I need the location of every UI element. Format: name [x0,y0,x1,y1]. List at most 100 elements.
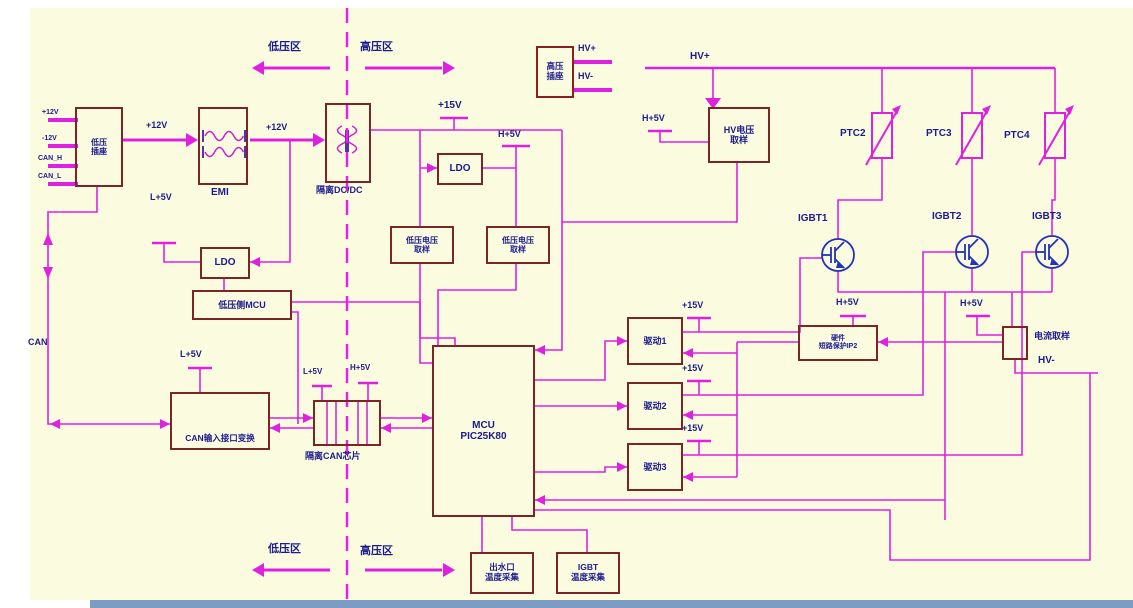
hv-connector-label-2: 插座 [546,71,564,81]
block-driver1: 驱动1 [627,317,683,365]
net-label-plus15-driver1: +15V [682,300,704,310]
ptc2-label: PTC2 [840,128,866,139]
block-driver2: 驱动2 [627,382,683,430]
hw-protection-label-2: 短路保护IP2 [818,343,858,350]
driver1-label: 驱动1 [643,335,667,346]
pin-label-neg12v: -12V [42,135,57,142]
block-ldo-left: LDO [200,247,250,279]
outlet-temp-label-2: 温度采集 [484,572,519,582]
can-isolator-label: 隔离CAN芯片 [305,451,361,461]
zone-label-low-bottom: 低压区 [268,543,301,555]
net-label-h5-hv-sample: H+5V [642,113,665,123]
net-label-plus15-driver2: +15V [682,363,704,373]
net-label-plus15-main: +15V [438,100,462,111]
igbt-temp-label-2: 温度采集 [570,572,605,582]
ldo-right-label: LDO [449,163,471,175]
hv-sample-label-2: 取样 [729,135,748,145]
mcu-label-1: MCU [472,419,495,431]
block-isolated-dcdc [325,103,371,183]
net-label-hv-plus-connector: HV+ [578,43,596,53]
net-label-h5-current-sample: H+5V [960,298,983,308]
zone-label-low-top: 低压区 [268,41,301,53]
power-rail-symbols [152,116,990,443]
ptc4-label: PTC4 [1004,130,1030,141]
ldo-left-label: LDO [214,257,236,269]
net-label-h5-isolator: H+5V [350,363,371,372]
block-can-interface: CAN输入接口变换 [170,392,270,450]
net-label-l5-can-interface: L+5V [180,349,202,359]
block-hw-protection: 硬件 短路保护IP2 [798,325,878,361]
pin-label-can-l: CAN_L [38,173,62,180]
block-emi-filter [198,107,248,185]
igbt2-symbol [955,235,989,269]
can-interface-label: CAN输入接口变换 [185,433,255,444]
lv-sample1-label-2: 取样 [414,245,430,254]
outlet-temp-label-1: 出水口 [489,562,515,573]
block-lv-mcu: 低压侧MCU [192,290,292,320]
lv-connector-label-2: 插座 [91,147,107,156]
current-sample-label: 电流取样 [1034,331,1071,341]
driver2-label: 驱动2 [643,400,667,411]
net-label-l5-main: L+5V [150,192,172,202]
block-lv-connector: 低压 插座 [75,107,123,187]
ptc4-symbol [1038,105,1074,166]
dcdc-block-label: 隔离DC/DC [316,185,363,195]
igbt-symbols [821,235,1069,272]
net-label-hv-plus-bus: HV+ [690,51,710,62]
block-hv-connector: 高压 插座 [536,46,574,98]
lv-mcu-label: 低压侧MCU [218,299,266,310]
zone-arrows [264,66,442,572]
net-label-l5-isolator: L+5V [303,367,323,376]
block-hv-voltage-sample: HV电压 取样 [708,107,770,163]
pin-label-12v: +12V [42,109,59,116]
ptc-symbols [865,105,1074,166]
schematic-canvas [30,8,1133,600]
pin-label-can-h: CAN_H [38,155,63,162]
lv-sample2-label-1: 低压电压 [502,235,534,245]
can-isolator-pins [326,402,368,444]
emi-block-label: EMI [211,187,229,198]
connector-pin-stubs [48,60,612,186]
net-label-plus12-filtered: +12V [266,122,288,132]
net-label-can-bus: CAN [28,337,48,347]
hv-sample-label-1: HV电压 [723,124,755,135]
igbt3-symbol [1035,235,1069,269]
net-label-plus12-input: +12V [146,120,168,130]
igbt1-symbol [821,238,855,272]
bottom-bar [90,600,1133,608]
emi-coils-icon [202,130,246,158]
lv-sample2-label-2: 取样 [510,245,526,254]
net-label-h5-protection: H+5V [836,297,859,307]
net-label-hv-minus-connector: HV- [578,71,594,81]
net-label-h5-ldo: H+5V [498,129,521,139]
block-driver3: 驱动3 [627,443,683,491]
net-label-plus15-driver3: +15V [682,423,704,433]
block-outlet-temp: 出水口 温度采集 [470,552,534,594]
ptc3-label: PTC3 [926,128,952,139]
zone-label-high-top: 高压区 [360,41,393,53]
driver3-label: 驱动3 [643,461,667,472]
igbt1-label: IGBT1 [798,213,828,224]
block-ldo-right: LDO [437,153,483,185]
hv-connector-label-1: 高压 [546,61,564,72]
ptc2-symbol [865,105,901,166]
power-wires [123,66,1055,142]
igbt2-label: IGBT2 [932,211,962,222]
igbt-temp-label-1: IGBT [577,562,599,573]
hw-protection-label-1: 硬件 [831,334,845,342]
block-mcu: MCU PIC25K80 [432,345,535,517]
lv-connector-label-1: 低压 [91,137,107,147]
zone-label-high-bottom: 高压区 [360,545,393,557]
block-lv-voltage-sample-1: 低压电压 取样 [390,226,454,264]
block-can-isolator [313,400,381,446]
lv-sample1-label-1: 低压电压 [406,235,438,245]
arrowheads [43,61,888,577]
block-igbt-temp: IGBT 温度采集 [556,552,620,594]
block-lv-voltage-sample-2: 低压电压 取样 [486,226,550,264]
block-current-sample [1002,326,1028,360]
mcu-label-2: PIC25K80 [460,431,507,442]
net-label-hv-minus-bus: HV- [1038,355,1055,366]
ptc3-symbol [955,105,991,166]
